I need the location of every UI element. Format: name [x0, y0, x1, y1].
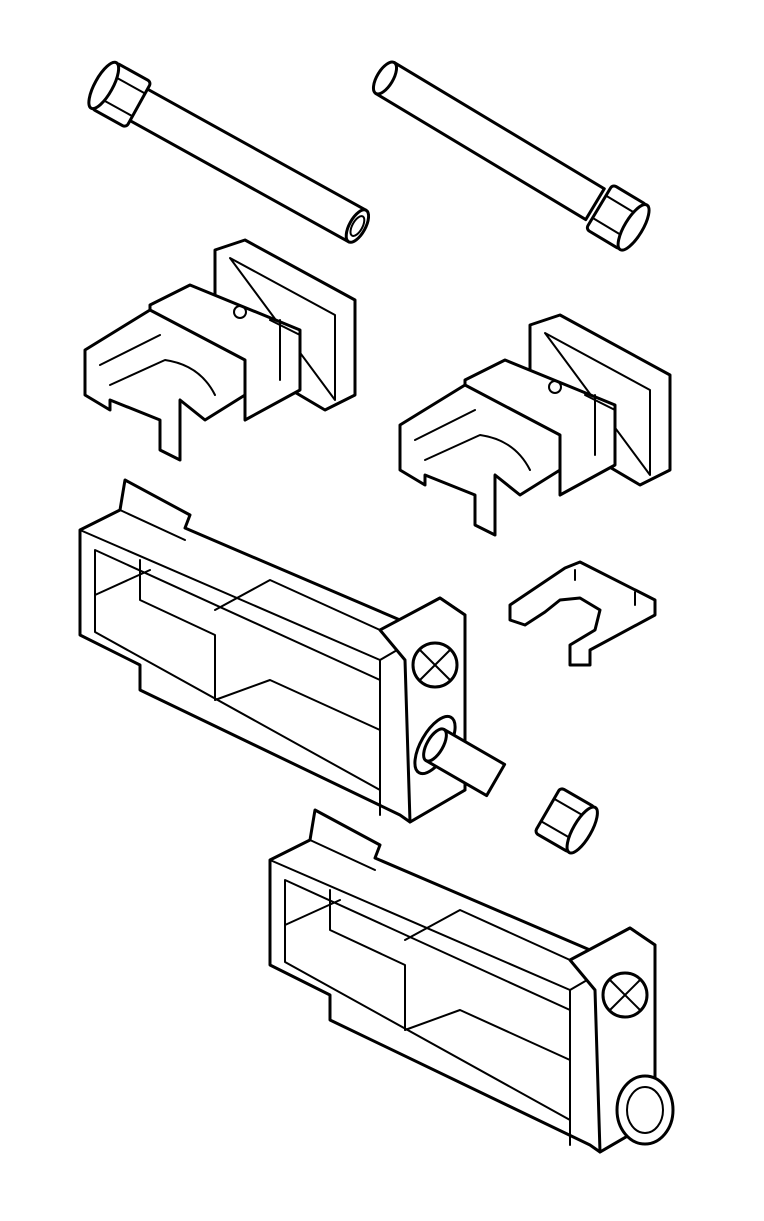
frame-body-with-bolt: [78, 478, 605, 859]
c-clip: [508, 560, 657, 667]
rod-with-hex-right: [371, 60, 657, 256]
clamp-fitting-right: [398, 313, 672, 537]
clamp-fitting-left: [83, 238, 357, 462]
frame-body-with-collar: [268, 808, 675, 1154]
rod-with-hex-left: [81, 56, 375, 248]
bolt: [413, 714, 605, 859]
